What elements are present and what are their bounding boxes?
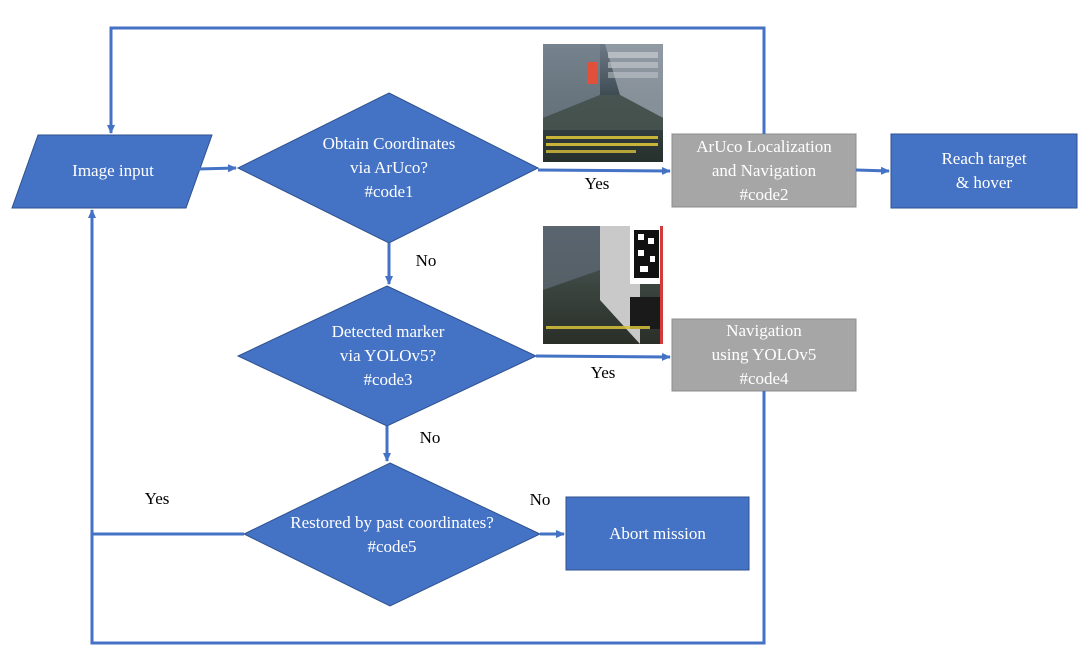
reach-target-label: Reach target & hover (941, 149, 1027, 192)
yolo-camera-image (543, 226, 663, 344)
edge-aruco-yes (537, 166, 671, 175)
aruco-camera-image (543, 44, 663, 162)
edge-label-restore-yes: Yes (144, 489, 170, 508)
edge-label-aruco-no: No (415, 251, 437, 270)
abort-label: Abort mission (609, 523, 706, 543)
image-input-shape (11, 134, 213, 209)
reach-target-shape (890, 133, 1078, 209)
image-input-label: Image input (72, 161, 154, 180)
edge-top-loop (107, 26, 766, 134)
edge-bottom-loop (88, 209, 766, 645)
edge-label-aruco-yes: Yes (584, 174, 610, 193)
decision-restore-shape (242, 462, 542, 607)
abort-shape (565, 496, 750, 571)
edge-arucnav-to-target (855, 166, 890, 175)
edge-label-yolo-no: No (419, 428, 441, 447)
edge-yolo-yes (535, 352, 671, 361)
edge-label-restore-no: No (529, 490, 551, 509)
edge-label-yolo-yes: Yes (590, 363, 616, 382)
decision-restore-label: Restored by past coordinates? #code5 (290, 513, 494, 556)
decision-aruco-label: Obtain Coordinates via ArUco? #code1 (322, 134, 456, 201)
aruco-nav-shape (671, 133, 857, 208)
aruco-nav-label: ArUco Localization and Navigation #code2 (696, 136, 832, 204)
decision-yolo-label: Detected marker via YOLOv5? #code3 (331, 322, 445, 389)
edge-input-to-aruco (197, 164, 237, 173)
yolo-nav-label: Navigation using YOLOv5 #code4 (711, 321, 817, 388)
yolo-nav-shape (671, 318, 857, 392)
